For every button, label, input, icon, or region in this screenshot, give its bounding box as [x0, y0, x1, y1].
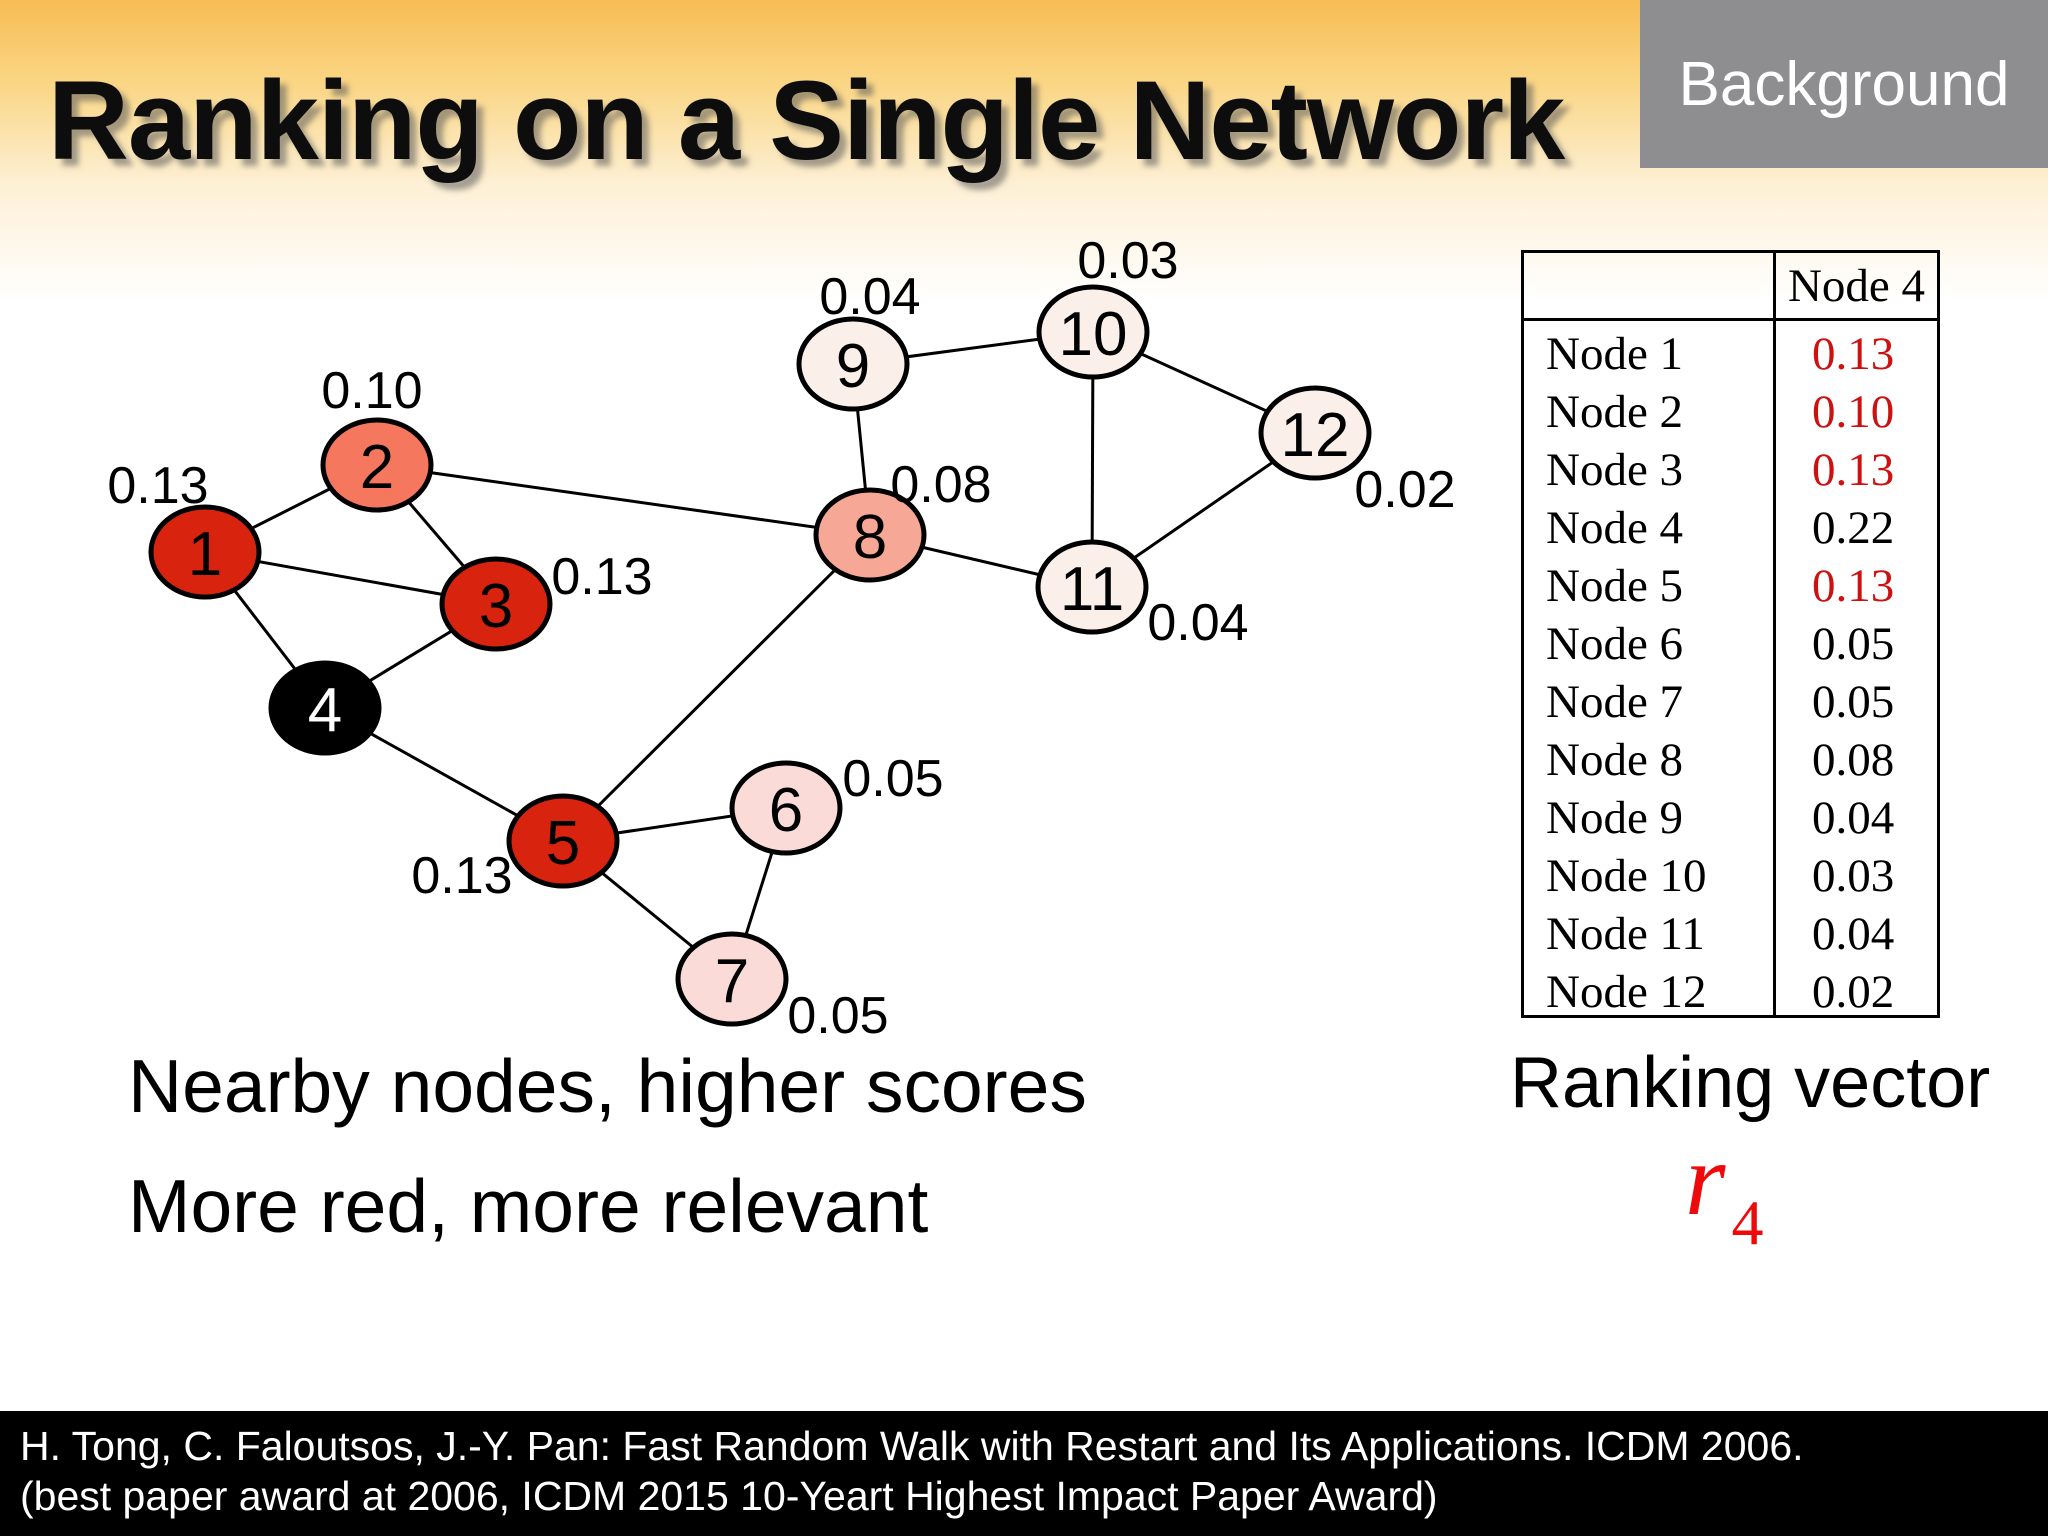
node-2-number: 2 [360, 433, 394, 502]
node-3-number: 3 [479, 572, 513, 641]
caption-more-red: More red, more relevant [128, 1164, 929, 1248]
table-row-value: 0.03 [1812, 850, 1895, 902]
edge-5-8 [561, 533, 872, 843]
table-row-label: Node 10 [1546, 850, 1707, 902]
node-12-score: 0.02 [1354, 461, 1455, 519]
table-column-divider [1773, 253, 1776, 1015]
node-5-number: 5 [546, 809, 580, 878]
node-9-score: 0.04 [819, 268, 920, 326]
table-row-label: Node 4 [1546, 502, 1684, 554]
table-row-value: 0.13 [1812, 444, 1895, 496]
node-9-number: 9 [836, 332, 870, 401]
table-row-label: Node 8 [1546, 734, 1684, 786]
node-11-score: 0.04 [1147, 594, 1248, 652]
table-row-label: Node 5 [1546, 560, 1684, 612]
citation-line-2: (best paper award at 2006, ICDM 2015 10-… [20, 1473, 1438, 1519]
node-1-score: 0.13 [107, 457, 208, 515]
table-row-value: 0.04 [1812, 792, 1895, 844]
table-row-value: 0.02 [1812, 966, 1895, 1018]
table-header-cell: Node 4 [1787, 259, 1926, 312]
node-2-score: 0.10 [321, 362, 422, 420]
table-row-value: 0.04 [1812, 908, 1895, 960]
page-title: Ranking on a Single Network [48, 58, 1565, 183]
node-11 [1035, 539, 1149, 635]
node-1-number: 1 [188, 520, 222, 589]
citation-footer: H. Tong, C. Faloutsos, J.-Y. Pan: Fast R… [0, 1411, 2048, 1536]
node-6 [729, 760, 843, 856]
node-5 [506, 793, 620, 889]
table-row-value: 0.13 [1812, 560, 1895, 612]
node-8-score: 0.08 [890, 456, 991, 514]
node-11-number: 11 [1060, 555, 1124, 624]
table-row-label: Node 9 [1546, 792, 1684, 844]
table-row-value: 0.08 [1812, 734, 1895, 786]
node-6-score: 0.05 [842, 750, 943, 808]
table-row-label: Node 12 [1546, 966, 1707, 1018]
table-row-label: Node 6 [1546, 618, 1684, 670]
section-badge-label: Background [1678, 49, 2010, 119]
table-row-value: 0.13 [1812, 328, 1895, 380]
table-label-column: Node 1 Node 2 Node 3 Node 4 Node 5 Node 6 Node… [1524, 325, 1773, 1021]
node-10-score: 0.03 [1077, 232, 1178, 290]
r-subscript: 4 [1731, 1187, 1764, 1258]
citation-line-1: H. Tong, C. Faloutsos, J.-Y. Pan: Fast R… [20, 1423, 1804, 1469]
ranking-vector-label: Ranking vector [1510, 1043, 1991, 1123]
ranking-vector-symbol: r4 [1685, 1128, 1763, 1255]
table-row-value: 0.05 [1812, 676, 1895, 728]
node-4-number: 4 [308, 676, 342, 745]
table-row-label: Node 1 [1546, 328, 1684, 380]
table-row-label: Node 11 [1546, 908, 1705, 960]
node-3 [439, 556, 553, 652]
section-badge: Background [1640, 0, 2048, 168]
table-row-label: Node 3 [1546, 444, 1684, 496]
node-10 [1036, 284, 1150, 380]
node-1 [148, 504, 262, 600]
node-3-score: 0.13 [551, 548, 652, 606]
edge-2-8 [376, 463, 871, 537]
node-5-score: 0.13 [411, 847, 512, 905]
table-row-value: 0.05 [1812, 618, 1895, 670]
table-row-label: Node 7 [1546, 676, 1684, 728]
node-8 [813, 487, 927, 583]
table-row-value: 0.10 [1812, 386, 1895, 438]
node-12 [1258, 385, 1372, 481]
node-7 [675, 931, 789, 1027]
node-10-number: 10 [1059, 300, 1128, 369]
node-8-number: 8 [853, 503, 887, 572]
node-7-number: 7 [715, 947, 749, 1016]
node-2 [320, 417, 434, 513]
table-row-label: Node 2 [1546, 386, 1684, 438]
node-7-score: 0.05 [787, 987, 888, 1045]
r-symbol: r [1685, 1122, 1726, 1237]
caption-nearby-nodes: Nearby nodes, higher scores [128, 1044, 1087, 1128]
table-header-divider [1524, 318, 1937, 321]
table-value-column: 0.13 0.10 0.13 0.22 0.13 0.05 0.05 0.08 0.04 0.03… [1776, 325, 1937, 1021]
node-4 [268, 660, 382, 756]
table-row-value: 0.22 [1812, 502, 1895, 554]
node-9 [796, 316, 910, 412]
node-6-number: 6 [769, 776, 803, 845]
node-12-number: 12 [1281, 401, 1350, 470]
